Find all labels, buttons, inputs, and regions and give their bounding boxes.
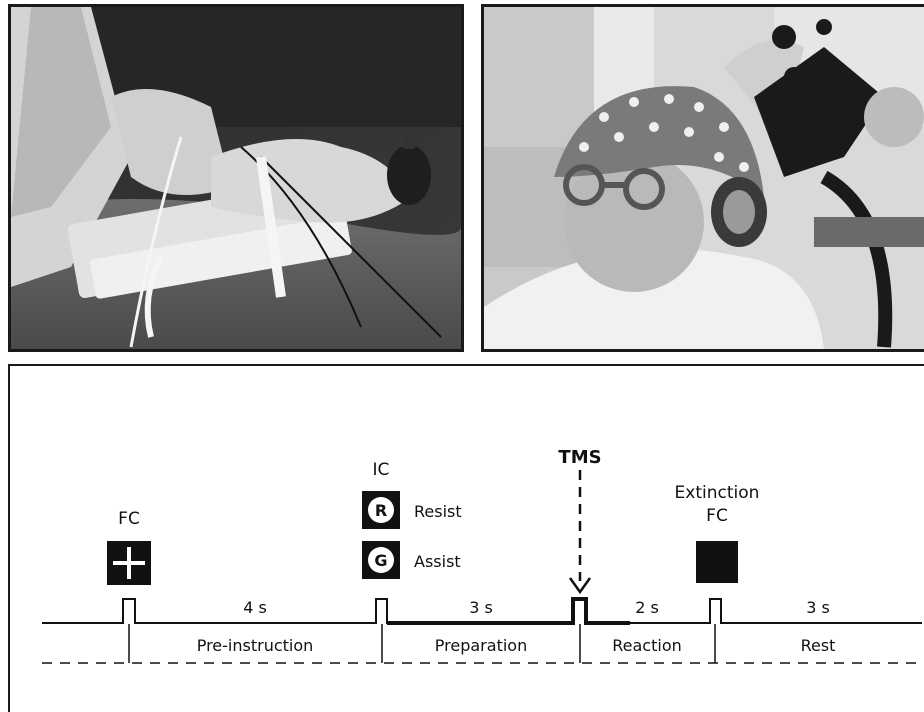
trial-timeline-diagram: FC IC R Resist G Assist TMS Extinction F…	[42, 447, 922, 664]
phase-reaction: Reaction	[612, 636, 682, 655]
duration-rest: 3 s	[806, 598, 830, 617]
phase-pre-instruction: Pre-instruction	[197, 636, 314, 655]
resist-cue-circle	[368, 497, 394, 523]
phase-rest: Rest	[801, 636, 836, 655]
duration-preparation: 3 s	[469, 598, 493, 617]
tms-arrow-head	[568, 577, 592, 595]
tms-label: TMS	[558, 447, 601, 468]
fc-label: FC	[118, 509, 140, 529]
duration-reaction: 2 s	[635, 598, 659, 617]
phase-preparation: Preparation	[435, 636, 527, 655]
extinction-label: Extinction	[675, 483, 760, 503]
extinction-square-icon	[696, 541, 738, 583]
resist-cue-letter: R	[375, 501, 387, 520]
assist-cue-letter: G	[374, 551, 387, 570]
ic-label: IC	[373, 460, 390, 480]
extinction-fc-label: FC	[706, 506, 728, 526]
participant-eeg-image	[484, 7, 924, 349]
photo-participant-eeg	[481, 4, 924, 352]
cross-vertical	[127, 547, 131, 579]
assist-cue-circle	[368, 547, 394, 573]
preparation-thick-line	[387, 597, 630, 625]
hand-splint-image	[11, 7, 461, 349]
duration-pre-instruction: 4 s	[243, 598, 267, 617]
assist-label: Assist	[414, 552, 461, 571]
photo-hand-splint	[8, 4, 464, 352]
trial-timeline-panel: FC IC R Resist G Assist TMS Extinction F…	[8, 364, 924, 712]
resist-label: Resist	[414, 502, 462, 521]
